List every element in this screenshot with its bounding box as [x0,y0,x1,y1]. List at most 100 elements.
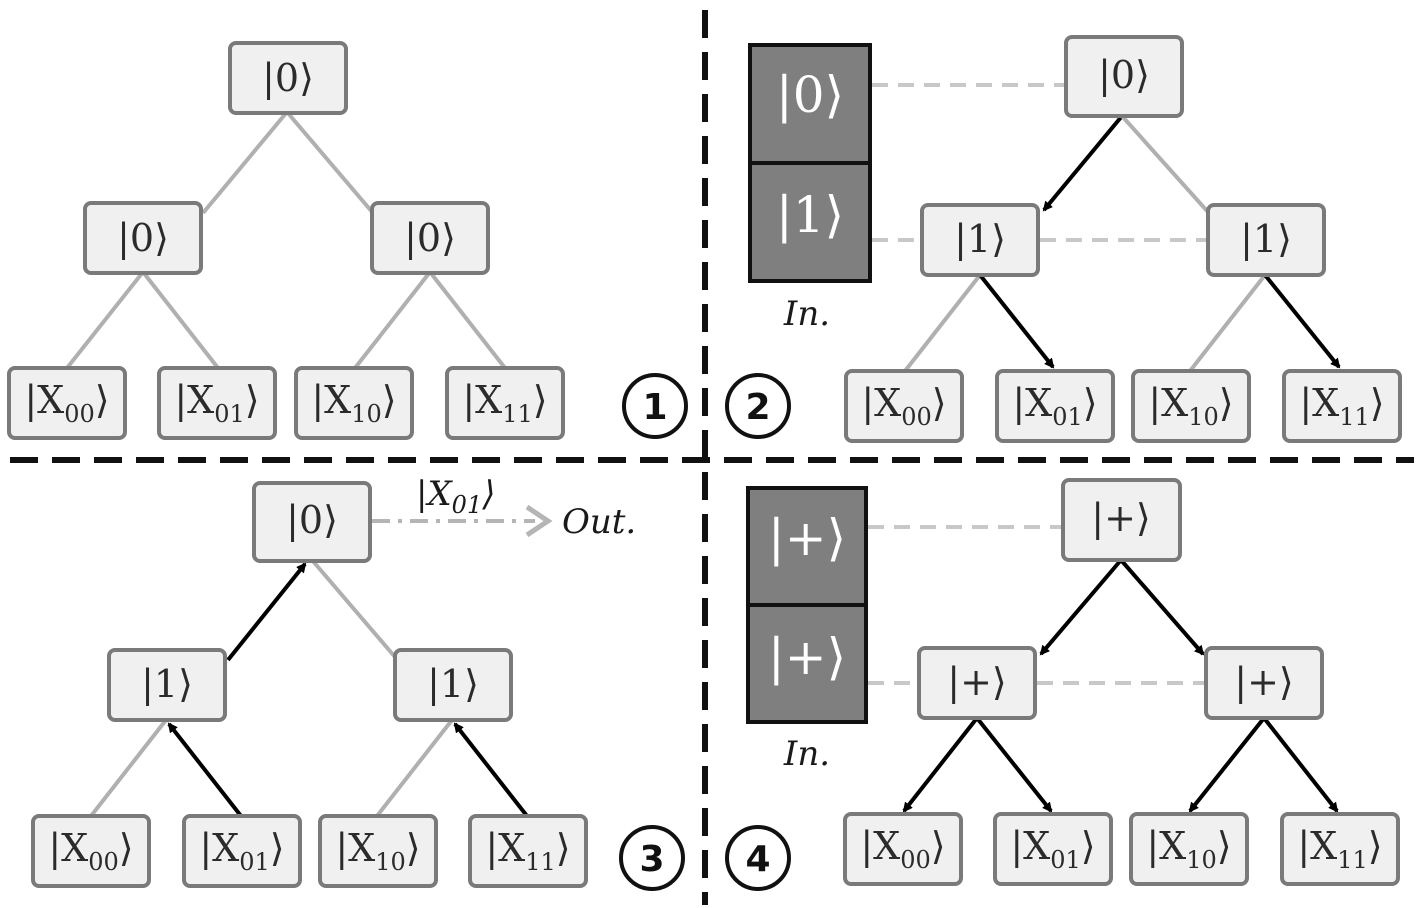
tree-node-right: |1⟩ [393,648,513,722]
leaf-node: |X01⟩ [993,812,1113,886]
leaf-label: |X00⟩ [48,826,133,876]
edge [141,270,220,370]
step-badge-1: 1 [622,373,688,439]
node-label: |0⟩ [262,56,314,100]
leaf-label: |X01⟩ [1010,824,1095,874]
leaf-label: |X11⟩ [1299,381,1384,431]
leaf-node: |X10⟩ [318,814,438,888]
tree-node-right: |+⟩ [1204,646,1324,720]
edge [89,718,168,818]
register-label: In. [783,294,830,334]
leaf-label: |X00⟩ [860,824,945,874]
output-state: |X01⟩ [416,474,495,519]
step-number: 2 [745,387,770,428]
node-label: |+⟩ [1091,496,1150,540]
edge [1120,114,1210,214]
register-cell-1: |+⟩ [768,628,846,686]
leaf-label: |X01⟩ [199,826,284,876]
leaf-node: |X01⟩ [157,366,277,440]
leaf-node: |X01⟩ [182,814,302,888]
edge-active [167,722,243,818]
leaf-node: |X00⟩ [31,814,151,888]
input-register: |0⟩ |1⟩ In. [748,43,872,334]
leaf-node: |X11⟩ [445,366,565,440]
edge [428,270,507,370]
panel-1: |0⟩ |0⟩ |0⟩ |X00⟩ |X01⟩ |X10⟩ |X11⟩ 1 [7,41,688,440]
edge-active [226,562,307,662]
leaf-node: |X11⟩ [468,814,588,888]
step-badge-3: 3 [619,825,685,891]
edge [310,558,397,659]
step-number: 4 [745,839,770,880]
edge-active [1263,273,1341,369]
leaf-node: |X00⟩ [7,366,127,440]
leaf-node: |X11⟩ [1280,812,1400,886]
register-cell-0: |0⟩ [776,66,844,124]
edge [903,273,982,373]
register-label: In. [783,734,830,774]
edge [285,110,375,215]
edge-active [1119,558,1205,656]
panel-2: |0⟩ |1⟩ In. |0⟩ |1⟩ |1⟩ |X00⟩ [725,35,1402,443]
register-cell-1: |1⟩ [776,186,844,244]
step-badge-4: 4 [725,825,791,891]
leaf-label: |X10⟩ [311,378,396,428]
edge [201,110,289,215]
edge-active [453,722,529,818]
leaf-label: |X01⟩ [1012,381,1097,431]
node-label: |0⟩ [117,216,169,260]
leaf-label: |X10⟩ [335,826,420,876]
leaf-node: |X00⟩ [844,369,964,443]
node-label: |1⟩ [1240,217,1292,261]
leaf-label: |X10⟩ [1146,824,1231,874]
leaf-label: |X00⟩ [861,381,946,431]
panel-3: |X01⟩ Out. |0⟩ |1⟩ |1⟩ |X00⟩ |X01⟩ |X10⟩ [31,474,685,891]
edge-active [1042,114,1124,212]
edge-active [975,716,1053,813]
panel-4: |+⟩ |+⟩ In. |+⟩ |+⟩ |+⟩ |X00⟩ [725,478,1400,891]
tree-node-root: |+⟩ [1061,478,1182,562]
leaf-node: |X10⟩ [294,366,414,440]
output-link [372,504,553,538]
edge-active [1039,558,1123,656]
node-label: |1⟩ [427,662,479,706]
input-register: |+⟩ |+⟩ In. [746,486,868,774]
edge-active [1188,716,1266,813]
leaf-label: |X10⟩ [1148,381,1233,431]
edge-active [1262,716,1339,813]
node-label: |0⟩ [1098,53,1150,97]
tree-node-left: |0⟩ [83,201,203,275]
edge [65,270,145,370]
edge [353,270,432,370]
leaf-node: |X00⟩ [843,812,963,886]
leaf-node: |X11⟩ [1282,369,1402,443]
leaf-label: |X11⟩ [1297,824,1382,874]
step-badge-2: 2 [725,373,791,439]
leaf-label: |X11⟩ [462,378,547,428]
register-cell-0: |+⟩ [768,509,846,567]
edge-active [978,273,1055,369]
leaf-label: |X11⟩ [485,826,570,876]
edge-active [902,716,979,813]
tree-node-root: |0⟩ [252,481,372,563]
leaf-node: |X10⟩ [1131,369,1251,443]
tree-node-left: |1⟩ [107,648,227,722]
tree-node-right: |1⟩ [1206,203,1326,277]
output-label: Out. [562,502,636,542]
tree-node-root: |0⟩ [228,41,348,115]
leaf-node: |X10⟩ [1129,812,1249,886]
node-label: |0⟩ [404,216,456,260]
edge [375,718,454,818]
leaf-label: |X00⟩ [24,378,109,428]
node-label: |+⟩ [1234,660,1293,704]
node-label: |1⟩ [954,217,1006,261]
edge [1188,273,1267,373]
step-number: 3 [639,839,664,880]
tree-node-right: |0⟩ [370,201,490,275]
step-number: 1 [642,387,667,428]
node-label: |+⟩ [947,660,1006,704]
tree-node-left: |1⟩ [920,203,1040,277]
node-label: |1⟩ [141,662,193,706]
node-label: |0⟩ [286,498,338,542]
